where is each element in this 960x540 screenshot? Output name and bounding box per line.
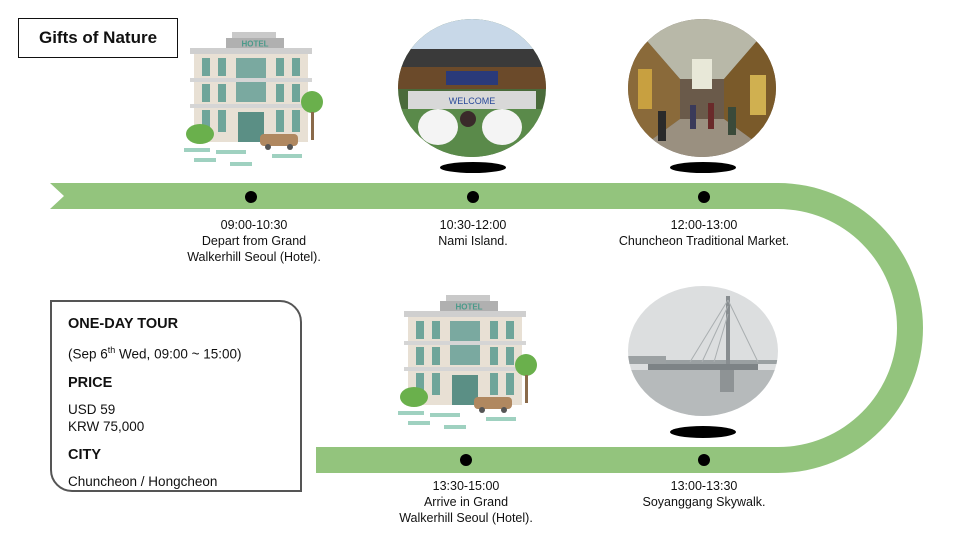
- stop-time: 10:30-12:00: [439, 218, 507, 232]
- tour-heading: ONE-DAY TOUR: [68, 316, 179, 332]
- stop-pin-5: [460, 454, 472, 466]
- stop-desc: Soyanggang Skywalk.: [642, 495, 766, 509]
- tour-date-suffix: Wed, 09:00 ~ 15:00): [115, 346, 242, 362]
- stop-pin-2: [467, 191, 479, 203]
- stop-label-3: 12:00-13:00 Chuncheon Traditional Market…: [594, 217, 814, 249]
- stop-time: 13:30-15:00: [432, 479, 500, 493]
- road-path: [50, 183, 923, 473]
- tour-date: (Sep 6th Wed, 09:00 ~ 15:00): [68, 342, 284, 363]
- stop-desc: Arrive in Grand: [423, 495, 509, 509]
- tour-date-sup: th: [107, 345, 116, 355]
- skywalk-photo: [628, 286, 778, 416]
- stop-pin-1: [245, 191, 257, 203]
- stop-pin-4: [698, 454, 710, 466]
- market-photo: [628, 19, 776, 157]
- stop-label-2: 10:30-12:00 Nami Island.: [393, 217, 553, 249]
- tour-date-prefix: (Sep 6: [68, 346, 108, 362]
- stop-desc: Walkerhill Seoul (Hotel).: [187, 250, 321, 264]
- price-values: USD 59 KRW 75,000: [68, 401, 284, 435]
- stop-desc: Chuncheon Traditional Market.: [618, 234, 790, 248]
- stop-label-1: 09:00-10:30 Depart from Grand Walkerhill…: [164, 217, 344, 265]
- stop-time: 09:00-10:30: [220, 218, 288, 232]
- stop-label-4: 13:00-13:30 Soyanggang Skywalk.: [614, 478, 794, 510]
- nami-welcome-sign: WELCOME: [449, 96, 496, 106]
- price-usd: USD 59: [68, 401, 116, 417]
- stop-desc: Depart from Grand: [201, 234, 307, 248]
- hotel-illustration-2: HOTEL: [398, 295, 537, 429]
- stop-desc: Walkerhill Seoul (Hotel).: [399, 511, 533, 525]
- tour-info-card: ONE-DAY TOUR (Sep 6th Wed, 09:00 ~ 15:00…: [50, 300, 302, 492]
- price-krw: KRW 75,000: [68, 418, 145, 434]
- stop-desc: Nami Island.: [438, 234, 508, 248]
- market-photo-shadow: [670, 162, 736, 173]
- hotel-illustration-1: HOTEL: [184, 32, 323, 166]
- city-heading: CITY: [68, 446, 102, 463]
- skywalk-photo-shadow: [670, 426, 736, 438]
- nami-island-photo-shadow: [440, 162, 506, 173]
- stop-time: 12:00-13:00: [670, 218, 738, 232]
- stop-time: 13:00-13:30: [670, 479, 738, 493]
- city-value: Chuncheon / Hongcheon: [68, 473, 218, 489]
- hotel-sign: HOTEL: [455, 303, 482, 312]
- stop-label-5: 13:30-15:00 Arrive in Grand Walkerhill S…: [376, 478, 556, 526]
- hotel-sign: HOTEL: [241, 40, 268, 49]
- stop-pin-3: [698, 191, 710, 203]
- price-heading: PRICE: [68, 374, 113, 391]
- nami-island-photo: WELCOME: [398, 19, 546, 157]
- page-title: Gifts of Nature: [18, 18, 178, 58]
